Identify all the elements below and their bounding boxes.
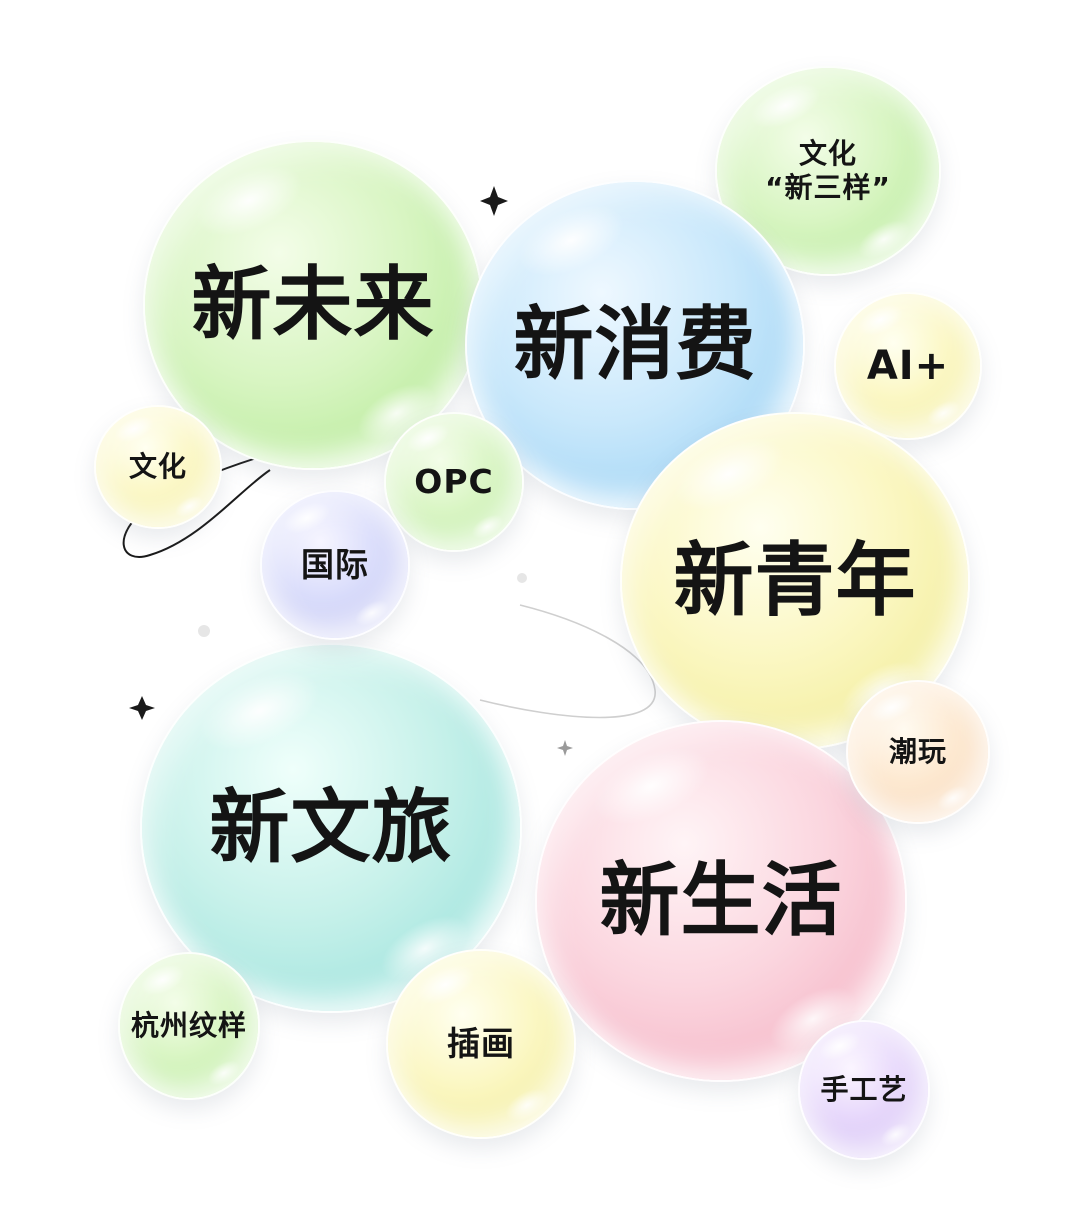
bubble-label: 新生活 [599, 854, 843, 948]
bubble-opc[interactable]: OPC [384, 412, 524, 552]
bubble-label: 杭州纹样 [130, 1008, 247, 1042]
sparkle-star-icon [480, 186, 508, 216]
bubble-ai-plus[interactable]: AI+ [834, 292, 982, 440]
sparkle-star-icon [557, 740, 573, 756]
bubble-label-line: 文化 [798, 136, 857, 170]
bubble-new-life[interactable]: 新生活 [535, 720, 907, 1082]
dot-icon [198, 625, 210, 637]
bubble-label: AI+ [866, 342, 950, 389]
bubble-illustration[interactable]: 插画 [386, 949, 576, 1139]
bubble-label: 插画 [447, 1023, 515, 1063]
bubble-label: 新文旅 [209, 781, 453, 875]
bubble-label: 文化 “新三样” [765, 137, 891, 205]
bubble-handicraft[interactable]: 手工艺 [798, 1020, 930, 1160]
bubble-culture[interactable]: 文化 [94, 405, 222, 529]
bubble-label: 文化 [128, 449, 187, 483]
bubble-label-line: “新三样” [765, 171, 891, 204]
bubble-trendy-toys[interactable]: 潮玩 [846, 680, 990, 824]
dot-icon [517, 573, 527, 583]
bubble-label: 潮玩 [888, 734, 947, 768]
bubble-new-culture-tourism[interactable]: 新文旅 [140, 643, 522, 1013]
bubble-label: 新青年 [673, 534, 917, 628]
sparkle-star-icon [129, 696, 155, 720]
bubble-international[interactable]: 国际 [260, 490, 410, 640]
bubble-new-youth[interactable]: 新青年 [620, 412, 970, 750]
bubble-label: OPC [414, 461, 494, 501]
bubble-label: 新未来 [191, 258, 435, 352]
bubble-label: 手工艺 [820, 1072, 908, 1106]
bubble-label: 国际 [301, 544, 369, 584]
bubble-label: 新消费 [513, 298, 757, 392]
bubble-hangzhou-patterns[interactable]: 杭州纹样 [118, 952, 260, 1100]
bubble-new-future[interactable]: 新未来 [143, 140, 483, 470]
